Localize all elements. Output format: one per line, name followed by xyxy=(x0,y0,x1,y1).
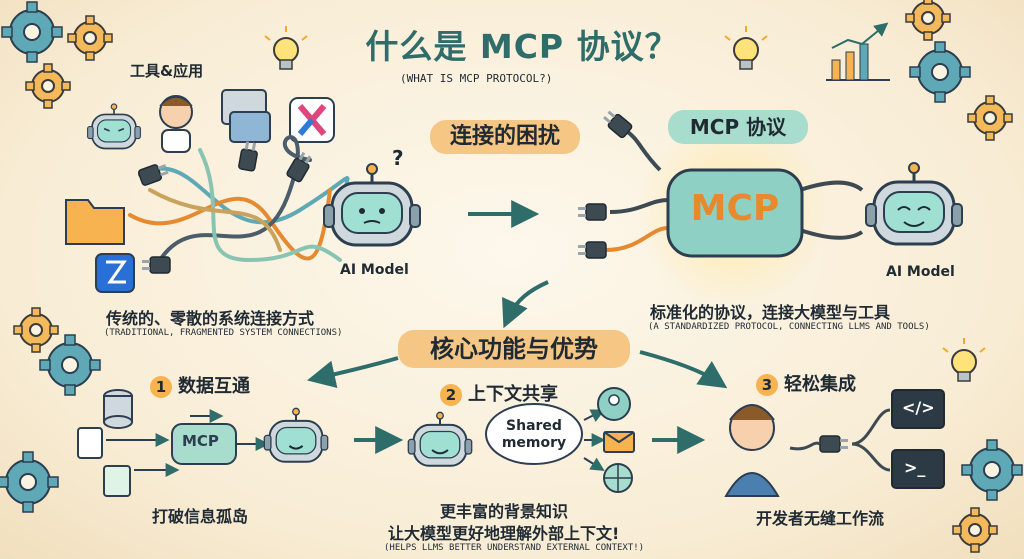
step-number: 1 xyxy=(150,376,172,398)
shared-memory-label: Shared memory xyxy=(501,418,567,451)
mcp-hub-label: MCP xyxy=(690,188,780,229)
arrow-icon xyxy=(307,280,728,389)
problem-caption-en: (TRADITIONAL, FRAGMENTED SYSTEM CONNECTI… xyxy=(104,328,343,338)
mcp-chip-label: MCP xyxy=(182,432,219,450)
feature-title: 轻松集成 xyxy=(784,374,856,395)
robot-icon xyxy=(322,162,422,247)
speech-bubble xyxy=(485,403,583,465)
feature-2-caption-en: (HELPS LLMS BETTER UNDERSTAND EXTERNAL C… xyxy=(384,543,645,553)
globe-icon xyxy=(603,463,633,493)
gear-icon xyxy=(25,63,71,109)
bar-chart-icon xyxy=(826,22,890,81)
solution-heading: MCP 协议 xyxy=(668,110,808,144)
problem-caption: 传统的、零散的系统连接方式 xyxy=(106,309,315,328)
tools-label: 工具&应用 xyxy=(130,62,204,80)
feature-title: 上下文共享 xyxy=(468,384,558,405)
plug-icon xyxy=(237,140,260,172)
plug-icon xyxy=(141,256,171,274)
page-subtitle: (WHAT IS MCP PROTOCOL?) xyxy=(400,72,553,85)
problem-heading: 连接的困扰 xyxy=(430,120,580,154)
person-icon xyxy=(724,404,780,497)
ai-model-label: AI Model xyxy=(340,262,409,278)
feature-title: 数据互通 xyxy=(178,376,250,397)
gear-icon xyxy=(13,307,59,353)
robot-icon xyxy=(864,161,964,246)
arrow-icon xyxy=(106,409,270,477)
robot-icon xyxy=(86,103,142,150)
lightbulb-icon xyxy=(264,25,308,70)
feature-2-caption: 更丰富的背景知识 xyxy=(440,502,569,521)
mcp-hub xyxy=(605,128,864,258)
person-icon xyxy=(159,95,193,153)
gear-icon xyxy=(39,334,101,396)
robot-icon xyxy=(263,407,329,463)
feature-3-title: 3 轻松集成 xyxy=(756,370,856,396)
plug-icon xyxy=(577,241,607,259)
gear-icon xyxy=(967,95,1013,141)
code-icon-label: </> xyxy=(902,398,935,417)
lightbulb-icon xyxy=(942,337,986,382)
app-logo-icon xyxy=(289,97,335,143)
user-icon xyxy=(597,387,631,421)
folder-icon xyxy=(65,199,125,245)
ai-model-label: AI Model xyxy=(886,264,955,280)
feature-2-caption-2: 让大模型更好地理解外部上下文! xyxy=(388,524,620,543)
gear-icon xyxy=(1,1,63,63)
feature-3-caption: 开发者无缝工作流 xyxy=(756,509,885,528)
code-icon xyxy=(891,389,945,429)
solution-caption: 标准化的协议，连接大模型与工具 xyxy=(650,303,891,322)
mail-icon xyxy=(603,431,635,453)
plug-icon xyxy=(137,160,171,187)
feature-1-title: 1 数据互通 xyxy=(150,372,250,398)
file-icon xyxy=(77,427,103,459)
step-number: 3 xyxy=(756,374,778,396)
terminal-icon-label: >_ xyxy=(904,458,926,477)
page-title: 什么是 MCP 协议？ xyxy=(365,27,679,66)
gear-icon xyxy=(67,15,113,61)
spreadsheet-icon xyxy=(103,465,131,497)
file-icon xyxy=(221,89,271,143)
solution-caption-en: (A STANDARDIZED PROTOCOL, CONNECTING LLM… xyxy=(648,322,930,332)
arrow-icon xyxy=(583,409,606,471)
gear-icon xyxy=(0,451,59,513)
core-heading: 核心功能与优势 xyxy=(398,330,630,368)
feature-2-title: 2 上下文共享 xyxy=(440,380,558,406)
step-number: 2 xyxy=(440,384,462,406)
robot-icon xyxy=(407,411,473,467)
gear-icon xyxy=(909,41,971,103)
feature-1-caption: 打破信息孤岛 xyxy=(152,507,249,526)
gear-icon xyxy=(905,0,951,41)
database-icon xyxy=(103,389,133,429)
mcp-chip xyxy=(171,423,237,465)
plug-icon xyxy=(577,203,607,221)
plug-icon xyxy=(819,435,849,453)
question-mark: ? xyxy=(392,146,404,170)
gear-icon xyxy=(952,507,998,553)
app-logo-icon xyxy=(95,253,135,293)
gear-icon xyxy=(961,439,1023,501)
terminal-icon xyxy=(891,449,945,489)
